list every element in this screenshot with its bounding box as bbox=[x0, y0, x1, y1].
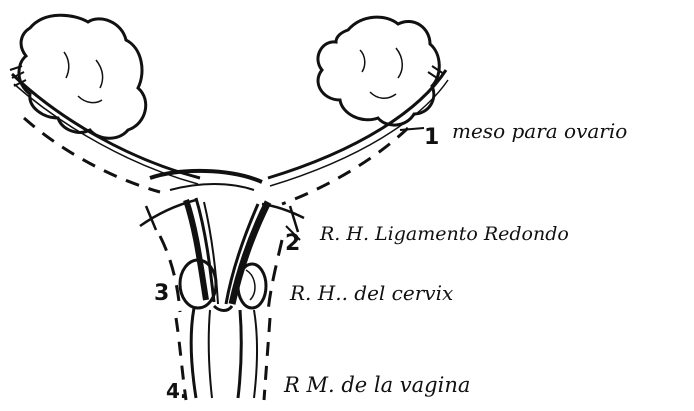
marker-3: 3 bbox=[154, 281, 169, 306]
marker-4: 4. bbox=[166, 379, 188, 403]
round-ligament-marks bbox=[140, 200, 304, 232]
right-cervix-oval bbox=[238, 264, 266, 308]
right-tube bbox=[268, 66, 448, 204]
label-del-cervix: R. H.. del cervix bbox=[289, 281, 453, 305]
marker-1: 1 bbox=[424, 125, 439, 150]
marker-2: 2 bbox=[285, 231, 300, 256]
label-de-la-vagina: R M. de la vagina bbox=[283, 373, 470, 397]
vagina bbox=[176, 308, 270, 400]
uterus-body bbox=[186, 198, 268, 311]
label-meso-para-ovario: meso para ovario bbox=[452, 119, 627, 143]
left-ovary bbox=[19, 15, 146, 138]
uterine-fundus bbox=[150, 171, 262, 182]
label-ligamento-redondo: R. H. Ligamento Redondo bbox=[319, 223, 569, 245]
